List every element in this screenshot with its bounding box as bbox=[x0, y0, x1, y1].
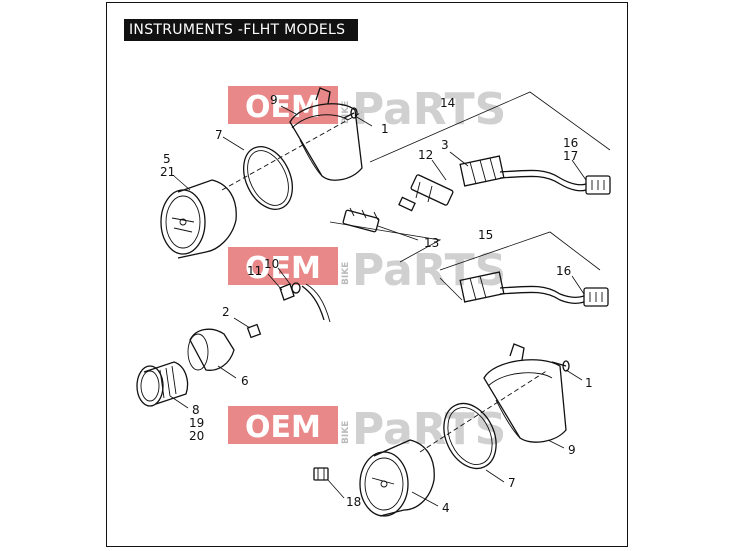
part-9-housing-bottom bbox=[483, 343, 567, 443]
leader-lines bbox=[169, 105, 587, 507]
callout-1-bottom: 1 bbox=[585, 376, 593, 390]
callout-11: 11 bbox=[247, 264, 262, 278]
watermark-bike-text: BIKE bbox=[341, 101, 351, 124]
callout-4: 4 bbox=[442, 501, 450, 515]
part-5-gauge-top bbox=[160, 179, 237, 259]
watermark-bike-text: BIKE bbox=[341, 262, 351, 285]
callout-20: 20 bbox=[189, 429, 204, 443]
watermark-top: OEM BIKE PaRTS bbox=[228, 84, 506, 135]
part-15-harness bbox=[459, 271, 585, 304]
part-7-gasket-top bbox=[243, 146, 293, 210]
page-title: INSTRUMENTS -FLHT MODELS bbox=[129, 22, 346, 38]
part-7-gasket-bottom bbox=[443, 402, 497, 470]
callout-16-middle: 16 bbox=[556, 264, 571, 278]
watermark-oem-box bbox=[228, 406, 338, 444]
callout-5: 5 bbox=[163, 152, 171, 166]
part-8-gauge-small bbox=[136, 361, 189, 407]
part-16-connector-top bbox=[585, 175, 611, 195]
callout-7-bottom: 7 bbox=[508, 476, 516, 490]
callout-2: 2 bbox=[222, 305, 230, 319]
part-15-bracket-lines bbox=[439, 231, 601, 301]
part-4-gauge-bottom bbox=[359, 439, 435, 517]
watermark-oem-text: OEM bbox=[245, 251, 321, 286]
callout-10: 10 bbox=[264, 257, 279, 271]
callout-12: 12 bbox=[418, 148, 433, 162]
watermark-oem-text: OEM bbox=[245, 410, 321, 445]
part-6-bracket bbox=[187, 328, 235, 371]
part-14-bracket-lower bbox=[329, 221, 442, 263]
part-3-harness bbox=[459, 155, 587, 192]
callout-15: 15 bbox=[478, 228, 493, 242]
callout-1-top: 1 bbox=[381, 122, 389, 136]
callout-6: 6 bbox=[241, 374, 249, 388]
watermark-parts-text: PaRTS bbox=[352, 84, 506, 135]
callout-13: 13 bbox=[424, 236, 439, 250]
watermark-bottom: OEM BIKE PaRTS bbox=[228, 404, 506, 455]
callout-7-top: 7 bbox=[215, 128, 223, 142]
watermark-parts-text: PaRTS bbox=[352, 245, 506, 296]
part-13-bulb-holders bbox=[342, 207, 380, 233]
centerline-bottom bbox=[419, 369, 549, 453]
part-1-screw-bottom bbox=[551, 360, 570, 372]
part-14-bracket-lines bbox=[369, 91, 611, 163]
part-10-11-bulb-socket bbox=[279, 282, 331, 323]
callout-9-top: 9 bbox=[270, 93, 278, 107]
callout-numbers: 9 1 14 7 5 21 3 12 16 17 13 15 10 11 16 … bbox=[160, 93, 593, 515]
part-18-clip bbox=[313, 467, 329, 481]
title-bar bbox=[124, 19, 358, 41]
callout-19: 19 bbox=[189, 416, 204, 430]
callout-14: 14 bbox=[440, 96, 455, 110]
callout-21: 21 bbox=[160, 165, 175, 179]
diagram-frame bbox=[106, 2, 628, 547]
callout-17: 17 bbox=[563, 149, 578, 163]
callout-16-top: 16 bbox=[563, 136, 578, 150]
callout-18: 18 bbox=[346, 495, 361, 509]
part-16-connector-middle bbox=[583, 287, 609, 307]
watermark-oem-box bbox=[228, 247, 338, 285]
part-1-screw-top bbox=[343, 107, 358, 119]
part-12-terminals bbox=[398, 174, 454, 212]
watermark-bike-text: BIKE bbox=[341, 421, 351, 444]
centerline-top bbox=[221, 111, 363, 191]
callout-8: 8 bbox=[192, 403, 200, 417]
callout-9-bottom: 9 bbox=[568, 443, 576, 457]
callout-3: 3 bbox=[441, 138, 449, 152]
part-2-nut bbox=[246, 323, 262, 339]
watermark-middle: OEM BIKE PaRTS bbox=[228, 245, 506, 296]
